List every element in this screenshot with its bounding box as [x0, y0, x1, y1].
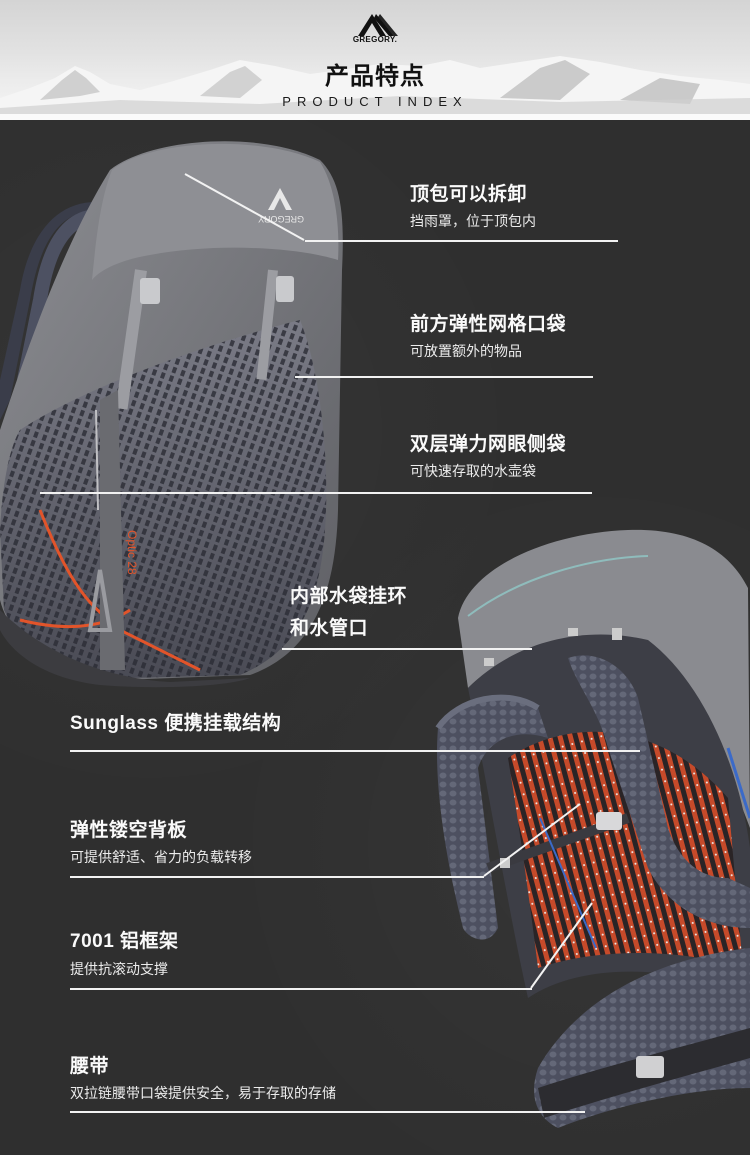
feature-desc: 可放置额外的物品 [410, 343, 522, 360]
leader-line-hydration [282, 648, 532, 650]
feature-front-mesh-pocket: 前方弹性网格口袋 可放置额外的物品 [410, 312, 566, 361]
feature-removable-lid: 顶包可以拆卸 挡雨罩，位于顶包内 [410, 182, 536, 231]
feature-desc: 挡雨罩，位于顶包内 [410, 213, 536, 230]
feature-title-line1: 内部水袋挂环 [290, 585, 408, 607]
leader-line-front-pocket [295, 376, 593, 378]
back-backpack-image [435, 529, 750, 1128]
feature-desc: 可提供舒适、省力的负载转移 [70, 849, 252, 866]
leader-line-side-pocket [40, 492, 592, 494]
mountain-backdrop [0, 56, 750, 116]
feature-hip-belt: 腰带 双拉链腰带口袋提供安全，易于存取的存储 [70, 1054, 336, 1103]
feature-sunglass-holder: Sunglass 便携挂载结构 [70, 712, 281, 737]
feature-title: 前方弹性网格口袋 [410, 313, 567, 335]
leader-line-sunglass [70, 750, 640, 752]
leader-line-frame [70, 988, 532, 990]
feature-title: 双层弹力网眼侧袋 [410, 433, 567, 455]
leader-line-back-panel-diagonal [483, 803, 581, 877]
front-pack-model-text: Optic 28 [125, 530, 139, 575]
feature-hydration-sleeve: 内部水袋挂环 和水管口 [290, 584, 407, 640]
feature-title: 7001 铝框架 [70, 931, 179, 952]
leader-line-lid [305, 240, 618, 242]
feature-title: 弹性镂空背板 [70, 819, 188, 841]
feature-desc: 双拉链腰带口袋提供安全，易于存取的存储 [70, 1085, 336, 1102]
leader-line-hip-belt [70, 1111, 585, 1113]
front-pack-logo-text: GREGORY [258, 214, 304, 224]
feature-aluminum-frame: 7001 铝框架 提供抗滚动支撑 [70, 930, 179, 979]
feature-back-panel: 弹性镂空背板 可提供舒适、省力的负载转移 [70, 818, 252, 867]
leader-line-frame-diagonal [530, 902, 593, 989]
page-title: 产品特点 [325, 62, 425, 90]
feature-title: 腰带 [70, 1055, 110, 1077]
brand-name: GREGORY. [352, 35, 398, 44]
feature-side-pockets: 双层弹力网眼侧袋 可快速存取的水壶袋 [410, 432, 566, 481]
front-backpack-image: GREGORY Optic 28 [0, 141, 343, 688]
leader-line-back-panel [70, 876, 484, 878]
page-subtitle: PRODUCT INDEX [282, 94, 468, 109]
feature-title: 顶包可以拆卸 [410, 183, 528, 205]
feature-desc: 提供抗滚动支撑 [70, 961, 168, 978]
feature-title: Sunglass 便携挂载结构 [70, 713, 282, 734]
feature-desc: 可快速存取的水壶袋 [410, 463, 536, 480]
gregory-logo-icon [358, 14, 398, 36]
header-banner: GREGORY. 产品特点 PRODUCT INDEX [0, 0, 750, 116]
leader-line-lid-diagonal [184, 173, 305, 241]
feature-title-line2: 和水管口 [290, 616, 369, 639]
header-divider [0, 114, 750, 120]
